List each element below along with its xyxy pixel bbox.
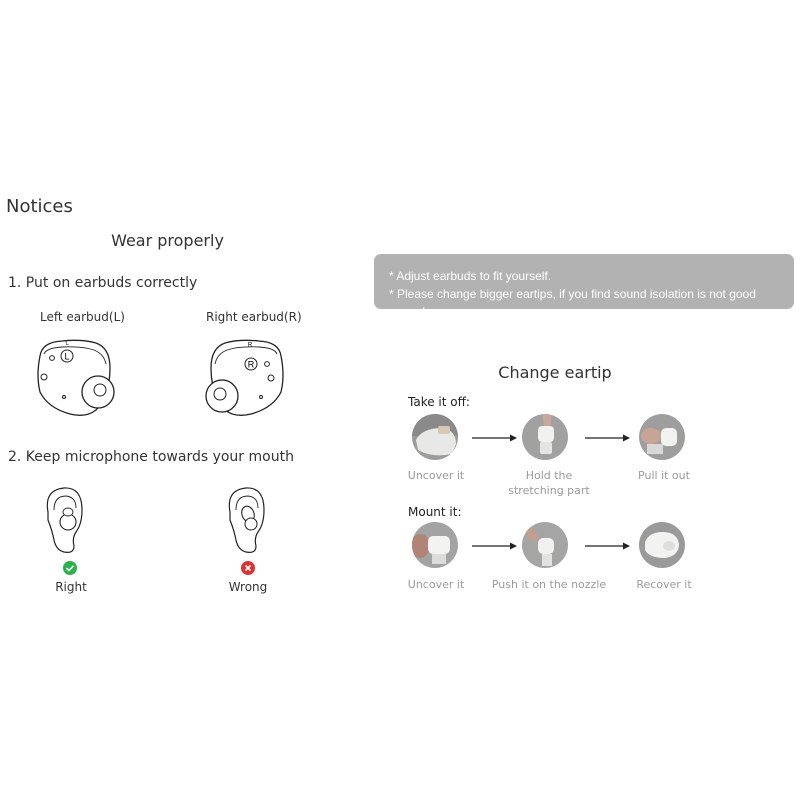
take-off-photo-1 xyxy=(412,414,458,460)
arrow-right-icon xyxy=(585,434,630,442)
mount-caption-2: Push it on the nozzle xyxy=(491,578,607,591)
take-off-caption-2: Hold the stretching part xyxy=(508,469,590,497)
mount-photo-1 xyxy=(412,522,458,568)
mount-label: Mount it: xyxy=(408,505,462,519)
right-earbud-label: Right earbud(R) xyxy=(206,310,302,324)
right-caption: Right xyxy=(55,580,87,594)
right-mark-top: R xyxy=(248,343,253,349)
arrow-right-icon xyxy=(585,542,630,550)
right-earbud-illustration: R R xyxy=(205,339,284,416)
wear-properly-heading: Wear properly xyxy=(111,231,224,250)
x-icon xyxy=(241,561,255,575)
notices-heading: Notices xyxy=(6,196,73,217)
take-off-photo-3 xyxy=(639,414,685,460)
left-mark-circle: L xyxy=(64,352,69,362)
wrong-caption: Wrong xyxy=(228,580,268,594)
take-off-photo-2 xyxy=(522,414,568,460)
take-off-caption-3: Pull it out xyxy=(638,469,690,482)
take-off-label: Take it off: xyxy=(408,395,470,409)
tip-line-2: * Please change bigger eartips, if you f… xyxy=(389,287,756,319)
arrow-right-icon xyxy=(472,434,517,442)
change-eartip-heading: Change eartip xyxy=(498,363,612,382)
check-icon xyxy=(63,561,77,575)
tip-line-1: * Adjust earbuds to fit yourself. xyxy=(389,269,552,283)
mount-caption-1: Uncover it xyxy=(407,578,465,591)
step2-heading: 2. Keep microphone towards your mouth xyxy=(8,449,294,465)
left-mark-top: L xyxy=(65,341,69,347)
take-off-caption-1: Uncover it xyxy=(407,469,465,482)
ear-correct-illustration xyxy=(46,487,83,553)
mount-caption-3: Recover it xyxy=(636,578,692,591)
mount-photo-3 xyxy=(639,522,685,568)
right-mark-circle: R xyxy=(248,360,255,370)
left-earbud-label: Left earbud(L) xyxy=(40,310,125,324)
left-earbud-illustration: L L xyxy=(37,339,115,416)
arrow-right-icon xyxy=(472,542,517,550)
ear-wrong-illustration xyxy=(228,487,265,553)
mount-photo-2 xyxy=(522,522,568,568)
step1-heading: 1. Put on earbuds correctly xyxy=(8,275,198,291)
tips-box: * Adjust earbuds to fit yourself. * Plea… xyxy=(374,254,794,319)
